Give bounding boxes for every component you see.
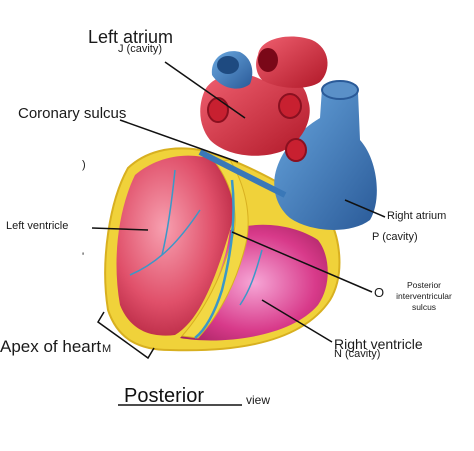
pointer-right-atrium	[344, 199, 386, 218]
apex-bracket	[97, 311, 155, 360]
pointer-lines	[91, 61, 386, 406]
label-left-atrium-cavity: J (cavity)	[118, 43, 162, 55]
pulmonary-vein-1	[207, 97, 229, 123]
pointer-posterior-sulcus	[231, 231, 373, 293]
pointer-left-atrium	[164, 61, 246, 119]
pulmonary-vein-2	[278, 93, 302, 119]
label-posterior-sulcus: Posterior interventricular sulcus	[382, 280, 466, 313]
label-stray-1: )	[82, 159, 86, 171]
label-stray-2: '	[82, 251, 85, 263]
view-suffix: view	[246, 393, 271, 407]
label-posterior-line2: interventricular	[396, 291, 452, 302]
lv-vessel-1	[161, 169, 176, 256]
label-apex-sub: M	[102, 343, 112, 355]
rv-vessel	[239, 249, 263, 306]
label-coronary-sulcus: Coronary sulcus	[18, 105, 127, 122]
view-answer: Posterior	[124, 385, 205, 407]
coronary-sinus	[198, 149, 287, 198]
aorta-shape	[256, 36, 328, 88]
pointer-right-ventricle	[261, 299, 333, 343]
label-posterior-line3: sulcus	[411, 302, 437, 313]
aorta-opening	[258, 48, 278, 72]
pulmonary-artery-opening	[217, 56, 239, 74]
pulmonary-vein-3	[285, 138, 307, 162]
left-atrium-shape	[200, 74, 310, 156]
label-posterior-line1: Posterior	[406, 280, 441, 290]
label-right-ventricle: Right ventricle	[334, 336, 423, 352]
label-right-ventricle-cavity: N (cavity)	[334, 348, 381, 360]
label-left-ventricle: Left ventricle	[6, 220, 69, 232]
vena-cava-opening	[321, 80, 359, 100]
pointer-coronary-sulcus	[119, 119, 239, 163]
lv-vessel-2	[129, 209, 201, 276]
label-left-atrium: Left atrium	[88, 27, 174, 47]
label-apex-of-heart: Apex of heart	[0, 337, 102, 356]
label-right-atrium-cavity: P (cavity)	[372, 231, 418, 243]
left-ventricle-shape	[116, 155, 235, 336]
pointer-left-ventricle	[91, 227, 149, 231]
interventricular-fat-band	[180, 159, 249, 339]
posterior-vessel	[194, 179, 235, 339]
label-posterior-sulcus-letter: O	[374, 285, 385, 300]
label-right-atrium: Right atrium	[387, 210, 447, 222]
right-atrium-shape	[274, 83, 377, 230]
